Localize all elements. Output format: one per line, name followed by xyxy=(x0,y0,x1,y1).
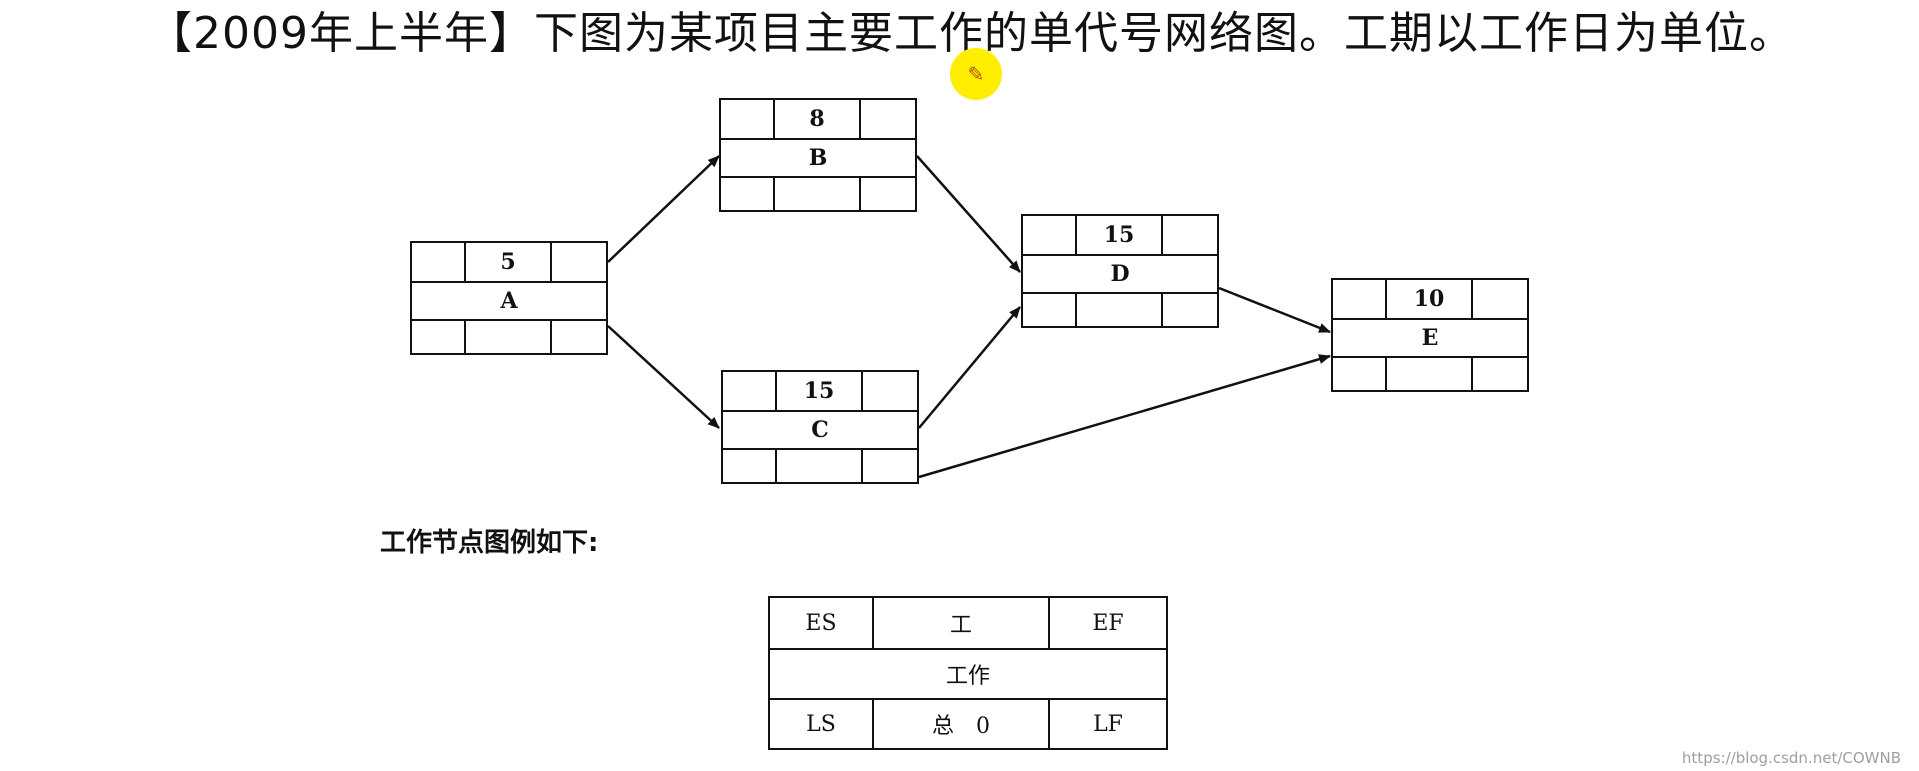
node-e-label: E xyxy=(1333,318,1527,356)
node-d-tf xyxy=(1075,294,1161,326)
node-c-es xyxy=(723,372,775,410)
node-a-lf xyxy=(550,321,606,353)
node-c-ef xyxy=(861,372,917,410)
edge-d-e xyxy=(1218,286,1331,334)
annotation-cursor-icon: ✎ xyxy=(950,48,1002,100)
node-c: 15 C xyxy=(721,370,919,484)
node-a-ef xyxy=(550,243,606,281)
legend-ef: EF xyxy=(1048,598,1166,648)
legend-ls: LS xyxy=(806,711,836,737)
edge-c-d xyxy=(918,306,1021,429)
node-e-es xyxy=(1333,280,1385,318)
watermark: https://blog.csdn.net/COWNB xyxy=(1681,749,1901,767)
node-a: 5 A xyxy=(410,241,608,355)
node-c-tf xyxy=(775,450,861,482)
node-b-ef xyxy=(859,100,915,138)
node-c-duration: 15 xyxy=(775,372,861,410)
node-d-label: D xyxy=(1023,254,1217,292)
node-a-es xyxy=(412,243,464,281)
legend-lf: LF xyxy=(1048,700,1166,748)
node-a-duration: 5 xyxy=(464,243,550,281)
node-b-lf xyxy=(859,178,915,210)
node-e-ef xyxy=(1471,280,1527,318)
node-d-duration: 15 xyxy=(1075,216,1161,254)
node-b-label: B xyxy=(721,138,915,176)
node-a-tf xyxy=(464,321,550,353)
node-d-lf xyxy=(1161,294,1217,326)
node-e-ls xyxy=(1333,358,1385,390)
edge-a-b xyxy=(607,155,720,263)
legend-top-mid: 工 xyxy=(872,598,1048,648)
node-a-label: A xyxy=(412,281,606,319)
node-e-duration: 10 xyxy=(1385,280,1471,318)
edge-b-d xyxy=(916,155,1021,273)
edge-a-c xyxy=(607,325,720,429)
node-e: 10 E xyxy=(1331,278,1529,392)
legend-middle: 工作 xyxy=(770,648,1166,698)
node-c-label: C xyxy=(723,410,917,448)
legend-title: 工作节点图例如下: xyxy=(380,528,599,558)
legend-es: ES xyxy=(805,610,837,636)
node-e-lf xyxy=(1471,358,1527,390)
node-d-es xyxy=(1023,216,1075,254)
node-b-duration: 8 xyxy=(773,100,859,138)
node-c-ls xyxy=(723,450,775,482)
node-b-es xyxy=(721,100,773,138)
node-d-ls xyxy=(1023,294,1075,326)
legend-bottom-mid: 总 0 xyxy=(872,700,1048,748)
edge-c-e xyxy=(918,354,1331,479)
node-b-tf xyxy=(773,178,859,210)
legend-node: ES 工 EF 工作 LS 总 0 LF xyxy=(768,596,1168,750)
node-c-lf xyxy=(861,450,917,482)
node-d-ef xyxy=(1161,216,1217,254)
node-d: 15 D xyxy=(1021,214,1219,328)
node-e-tf xyxy=(1385,358,1471,390)
node-a-ls xyxy=(412,321,464,353)
node-b-ls xyxy=(721,178,773,210)
node-b: 8 B xyxy=(719,98,917,212)
